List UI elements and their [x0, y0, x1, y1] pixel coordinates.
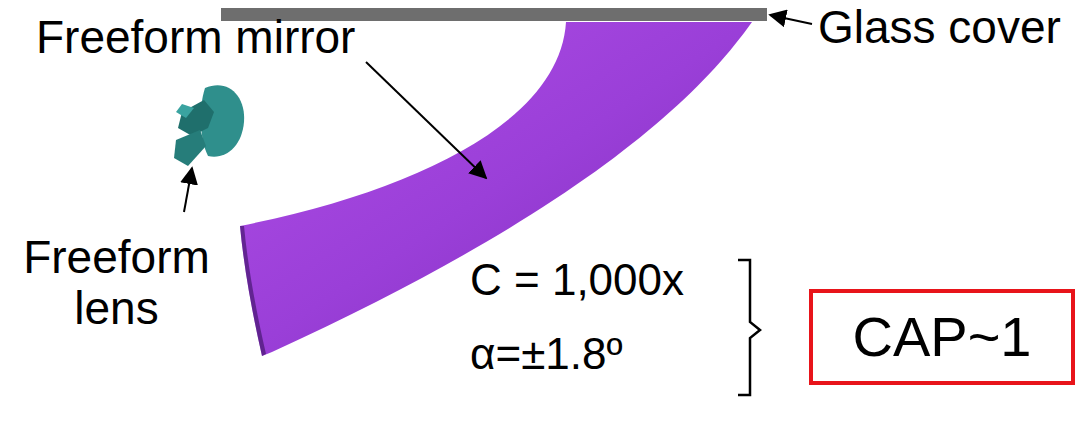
freeform-mirror — [240, 22, 752, 356]
part-label: Freeform mirror — [36, 12, 355, 63]
mirror-edge — [240, 226, 266, 356]
part-label: Freeform lens — [4, 232, 229, 333]
leader-line — [184, 168, 192, 212]
part-label: Glass cover — [818, 2, 1061, 53]
leader-line — [770, 15, 812, 24]
part-label: α=±1.8º — [470, 330, 623, 378]
result-box: CAP~1 — [809, 289, 1075, 385]
freeform-lens — [174, 85, 244, 166]
part-label: C = 1,000x — [470, 256, 684, 304]
result-text: CAP~1 — [853, 306, 1032, 368]
bracket — [738, 260, 760, 395]
leader-line — [366, 62, 486, 178]
